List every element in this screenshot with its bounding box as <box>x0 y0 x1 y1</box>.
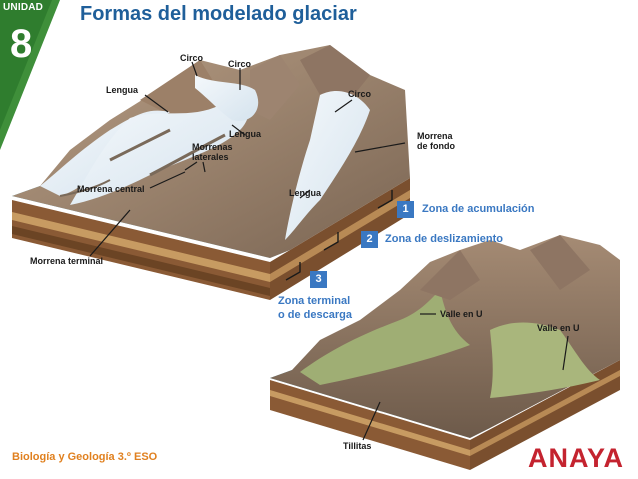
zone-number-3: 3 <box>310 271 327 288</box>
page-title: Formas del modelado glaciar <box>80 3 357 25</box>
label-valle-u-2: Valle en U <box>537 323 580 333</box>
upper-glacier-center <box>70 102 249 205</box>
zone-brackets <box>285 190 393 281</box>
zone-label-2: Zona de deslizamiento <box>385 233 503 245</box>
label-morrena-central: Morrena central <box>77 184 145 194</box>
label-tillitas: Tillitas <box>343 441 372 451</box>
label-morrena-fondo: Morrena de fondo <box>417 131 455 151</box>
label-valle-u-1: Valle en U <box>440 309 483 319</box>
zone-label-3: Zona terminal o de descarga <box>278 295 352 321</box>
u-valley-right <box>490 322 600 398</box>
footer-course: Biología y Geología 3.º ESO <box>12 451 158 463</box>
upper-glacier-circo <box>195 75 259 121</box>
zone-label-1: Zona de acumulación <box>422 203 535 215</box>
zone-number-2: 2 <box>361 231 378 248</box>
upper-glacier-right <box>285 90 370 240</box>
pointer-lines <box>89 61 569 441</box>
label-circo-2: Circo <box>228 59 252 69</box>
label-morrenas-laterales: Morrenas laterales <box>192 142 233 162</box>
publisher-logo: ANAYA <box>528 443 625 473</box>
label-lengua-3: Lengua <box>289 188 322 198</box>
label-morrena-terminal: Morrena terminal <box>30 256 104 266</box>
label-circo-1: Circo <box>180 53 204 63</box>
unit-number: 8 <box>10 22 33 66</box>
unit-label: UNIDAD <box>3 2 44 13</box>
label-lengua-2: Lengua <box>229 129 262 139</box>
label-lengua-1: Lengua <box>106 85 139 95</box>
zone-number-1: 1 <box>397 201 414 218</box>
unit-badge <box>0 0 60 150</box>
label-circo-3: Circo <box>348 89 372 99</box>
